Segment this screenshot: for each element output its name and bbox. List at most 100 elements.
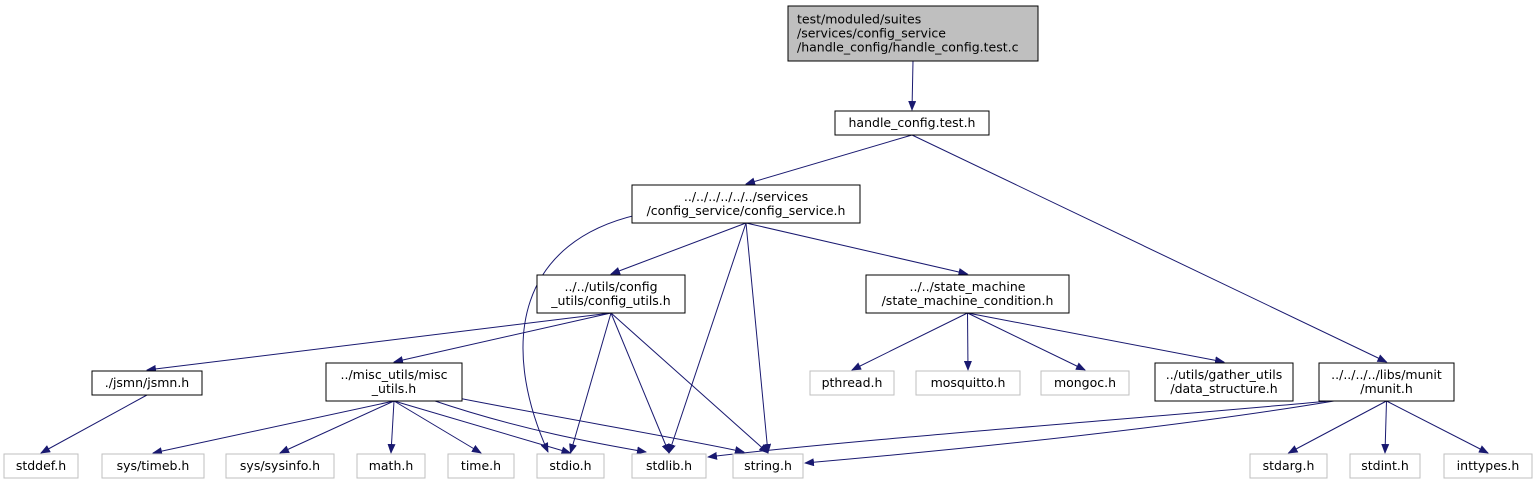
node-box [1443,453,1533,479]
node-label-line: stdarg.h [1263,458,1315,473]
edge-munit-to-stdint [1381,400,1390,454]
node-box [631,453,707,479]
node-inttypes: inttypes.h [1443,453,1533,479]
edge-mu-to-math [387,400,396,454]
node-stdint: stdint.h [1349,453,1421,479]
node-ds[interactable]: ../utils/gather_utils/data_structure.h [1154,362,1294,402]
node-box [536,453,605,479]
node-stdlib: stdlib.h [631,453,707,479]
edge-mu-to-stdio [393,400,572,455]
node-label-line: ../../../../libs/munit [1331,367,1442,382]
edge-smc-to-mosq [963,312,972,371]
edge-root-to-hct [908,60,917,111]
node-label-line: ../utils/gather_utils [1166,367,1282,382]
node-label-line: _utils/config_utils.h [550,293,670,308]
node-label-line: stdio.h [549,458,591,473]
node-root[interactable]: test/moduled/suites/services/config_serv… [787,5,1039,62]
node-box [536,274,686,314]
edge-mu-to-time [393,400,482,454]
node-smc[interactable]: ../../state_machine/state_machine_condit… [865,274,1070,314]
node-math: math.h [356,453,426,479]
node-label-line: /state_machine_condition.h [882,293,1054,308]
node-box [91,370,203,396]
edge-munit-to-stdarg [1287,400,1387,454]
node-label-line: string.h [744,458,792,473]
node-mu[interactable]: ../misc_utils/misc_utils.h [325,362,463,402]
edge-cu-to-stdlib [610,312,670,454]
node-box [865,274,1070,314]
node-label-line: handle_config.test.h [849,115,976,130]
edge-cu-to-jsmn [146,312,612,373]
edge-munit-to-string [804,400,1335,467]
node-box [356,453,426,479]
nodes-layer: test/moduled/suites/services/config_serv… [3,5,1533,479]
edge-cs-to-stdlib [668,222,747,454]
edge-cs-to-cu [610,222,747,275]
node-box [1318,362,1455,402]
node-label-line: inttypes.h [1457,458,1520,473]
node-pthread: pthread.h [809,370,895,396]
node-label-line: stdint.h [1361,458,1409,473]
node-label-line: ../../state_machine [910,279,1026,294]
node-box [1249,453,1328,479]
node-timeb: sys/timeb.h [101,453,205,479]
node-box [915,370,1021,396]
node-box [809,370,895,396]
node-label-line: /config_service/config_service.h [647,203,846,218]
edge-cs-to-smc [745,222,969,276]
node-label-line: _utils.h [371,381,416,396]
node-box [225,453,335,479]
node-label-line: mosquitto.h [931,375,1006,390]
node-munit[interactable]: ../../../../libs/munit/munit.h [1318,362,1455,402]
edge-cs-to-string [745,222,772,454]
node-time: time.h [447,453,515,479]
node-label-line: ../../utils/config [564,279,657,294]
node-mongoc: mongoc.h [1040,370,1130,396]
node-box [101,453,205,479]
node-label-line: ../../../../../../services [684,189,808,204]
node-label-line: /munit.h [1360,381,1413,396]
node-box [1040,370,1130,396]
node-box [325,362,463,402]
node-label-line: time.h [461,458,501,473]
node-label-line: pthread.h [822,375,883,390]
node-label-line: sys/timeb.h [117,458,190,473]
node-string: string.h [732,453,804,479]
node-box [834,110,990,136]
edge-cu-to-stdio [569,312,612,454]
edge-smc-to-mongoc [967,312,1086,371]
edge-jsmn-to-stddef [40,394,148,454]
edge-munit-to-stdlib [707,400,1331,460]
node-box [732,453,804,479]
edge-cu-to-string [610,312,769,454]
node-cs[interactable]: ../../../../../../services/config_servic… [631,184,861,224]
node-stdarg: stdarg.h [1249,453,1328,479]
node-label-line: /handle_config/handle_config.test.c [797,40,1019,55]
edge-hct-to-cs [745,134,913,186]
node-box [631,184,861,224]
node-hct[interactable]: handle_config.test.h [834,110,990,136]
edges-layer [40,60,1489,467]
edge-munit-to-inttypes [1386,400,1489,454]
node-label-line: /services/config_service [797,26,946,41]
edge-smc-to-pthread [851,312,968,371]
node-cu[interactable]: ../../utils/config_utils/config_utils.h [536,274,686,314]
edge-hct-to-munit [911,134,1388,363]
node-label-line: stdlib.h [646,458,692,473]
node-jsmn[interactable]: ./jsmn/jsmn.h [91,370,203,396]
node-label-line: math.h [369,458,414,473]
node-box [1154,362,1294,402]
node-mosq: mosquitto.h [915,370,1021,396]
node-label-line: mongoc.h [1054,375,1116,390]
edge-mu-to-sysinfo [279,400,395,454]
node-stddef: stddef.h [3,453,79,479]
node-box [3,453,79,479]
node-sysinfo: sys/sysinfo.h [225,453,335,479]
node-label-line: ../misc_utils/misc [341,367,448,382]
node-box [1349,453,1421,479]
node-label-line: sys/sysinfo.h [240,458,320,473]
edge-mu-to-string [457,397,745,454]
edge-mu-to-timeb [152,400,395,456]
node-box [787,5,1039,62]
